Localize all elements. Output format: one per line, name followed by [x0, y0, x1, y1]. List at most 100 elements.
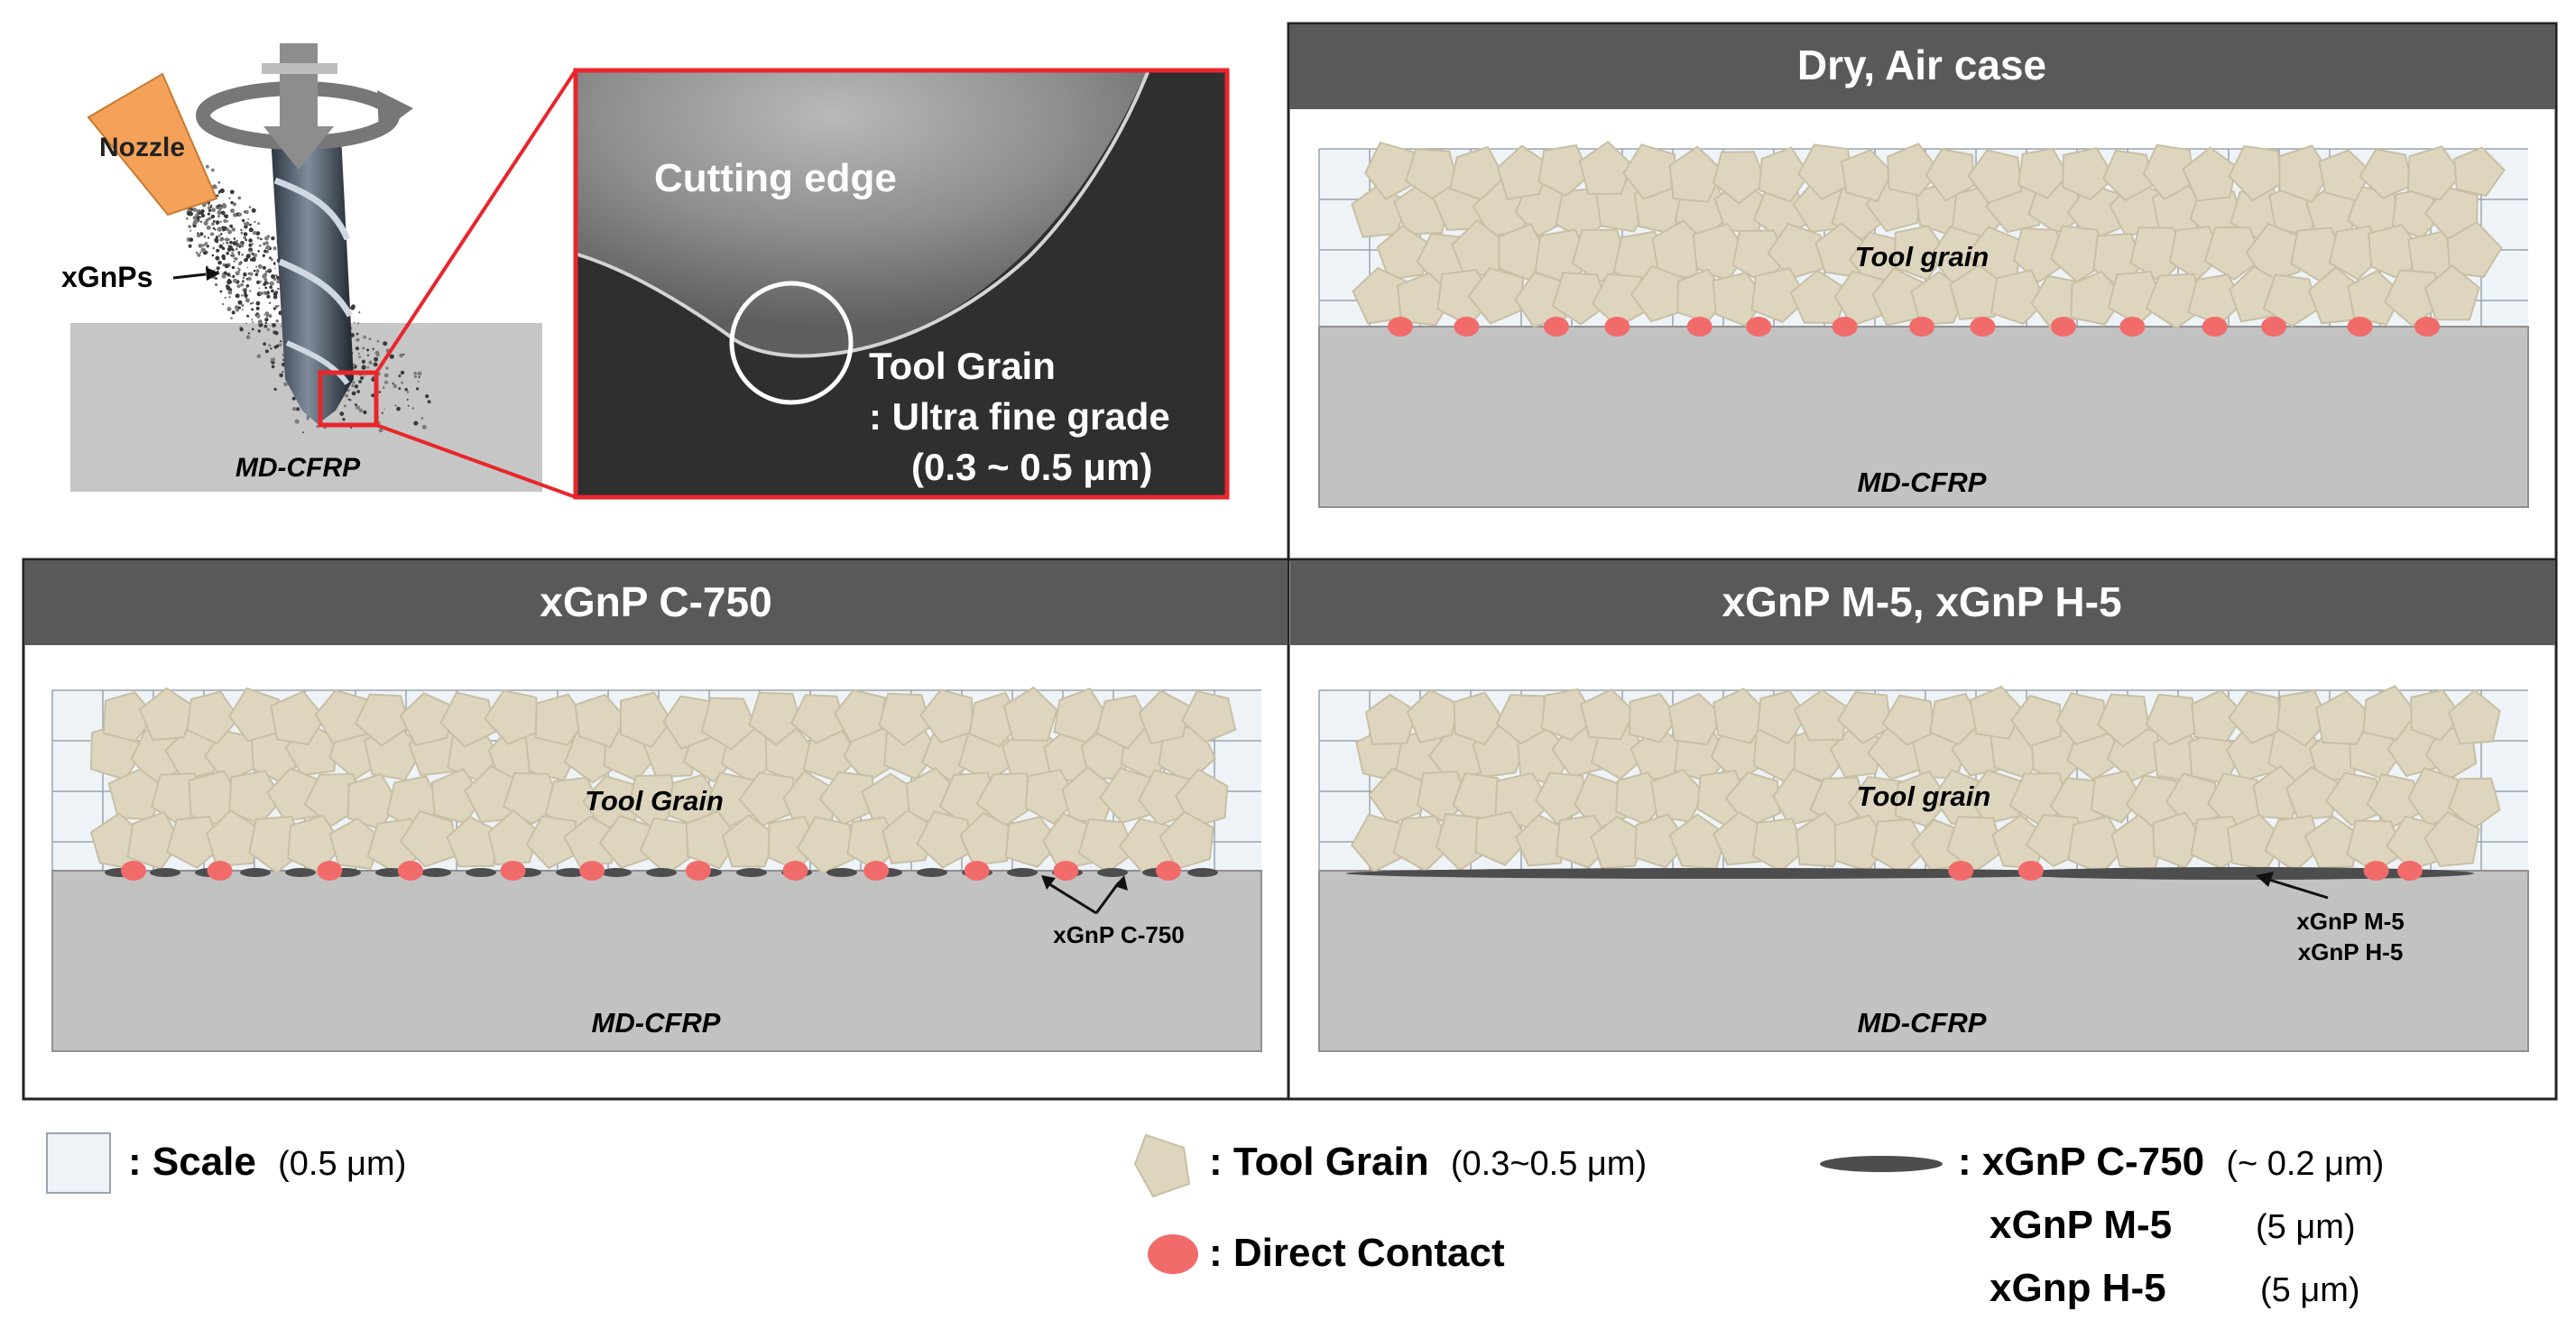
spray-particle	[244, 257, 248, 263]
spray-particle	[226, 284, 229, 289]
spray-particle	[218, 244, 224, 249]
spray-particle	[245, 254, 251, 259]
spray-particle	[233, 260, 235, 263]
spray-particle	[353, 321, 355, 324]
legend-h5-name: xGnp H-5	[1990, 1266, 2166, 1310]
spray-particle	[199, 220, 203, 223]
xgnp-flake-small	[601, 868, 632, 877]
spray-particle	[276, 276, 281, 280]
spray-particle	[218, 235, 221, 237]
spray-particle	[306, 417, 309, 420]
spray-particle	[272, 246, 277, 251]
tool-grain	[738, 771, 795, 826]
spray-particle	[356, 322, 360, 325]
spray-particle	[232, 202, 236, 207]
spray-particle	[265, 271, 268, 273]
spray-particle	[398, 387, 402, 390]
spray-particle	[247, 272, 252, 275]
spray-particle	[255, 314, 261, 319]
spray-particle	[208, 217, 211, 220]
spray-particle	[269, 256, 272, 260]
tool-grain	[2448, 688, 2501, 745]
spray-particle	[271, 365, 275, 369]
spray-particle	[233, 237, 236, 240]
spray-particle	[215, 239, 219, 244]
spray-particle	[256, 236, 260, 240]
spray-particle	[372, 347, 374, 350]
panel-c750-header	[24, 560, 1288, 645]
spray-particle	[257, 319, 263, 325]
spray-particle	[263, 278, 268, 282]
spray-particle	[232, 274, 235, 278]
spray-particle	[351, 391, 356, 396]
panel-frames: Dry, Air case xGnP C-750 xGnP M-5, xGnP …	[22, 22, 2558, 1101]
spray-particle	[217, 260, 222, 265]
spray-particle	[371, 393, 375, 398]
spray-particle	[255, 265, 258, 268]
spray-particle	[253, 269, 256, 272]
spray-particle	[243, 272, 247, 277]
spray-particle	[358, 311, 361, 314]
tool-grain	[2347, 269, 2404, 327]
spray-particle	[263, 282, 266, 287]
legend: : Scale (0.5 μm) : Tool Grain (0.3~0.5 μ…	[46, 1132, 2384, 1310]
spray-particle	[197, 253, 201, 257]
direct-contact-point	[1388, 317, 1413, 337]
spray-particle	[217, 226, 222, 232]
spray-particle	[245, 284, 250, 288]
tool-grain	[126, 810, 181, 871]
spray-particle	[200, 247, 206, 253]
spray-particle	[224, 214, 229, 218]
spray-particle	[257, 329, 261, 333]
tool-grain	[2278, 144, 2331, 204]
direct-contact-point	[1053, 861, 1079, 881]
legend-scale-name: : Scale	[128, 1140, 256, 1184]
xgnp-flake-large	[2005, 867, 2474, 880]
tool-grain	[2203, 226, 2263, 282]
sem-inset: Cutting edge Tool Grain : Ultra fine gra…	[573, 68, 1230, 500]
tool-grain	[1053, 688, 1110, 743]
panel-m5h5-substrate-label: MD-CFRP	[1858, 1007, 1987, 1039]
tool-grain	[1002, 686, 1058, 742]
spray-particle	[274, 305, 279, 309]
tool-grain	[1351, 813, 1406, 873]
feed-arrow-shaft	[280, 43, 318, 134]
legend-h5-value: (5 μm)	[2260, 1271, 2360, 1309]
tool-grain	[1578, 141, 1633, 195]
xgnp-flake-small	[1007, 868, 1038, 877]
spray-particle	[202, 244, 205, 246]
spray-particle	[233, 257, 235, 260]
spray-particle	[245, 298, 250, 303]
legend-scale-value: (0.5 μm)	[278, 1145, 406, 1183]
spray-particle	[407, 404, 410, 407]
spray-particle	[231, 310, 235, 315]
tool-grain	[662, 695, 715, 751]
tool-grain	[1004, 816, 1062, 868]
spray-particle	[399, 353, 403, 358]
direct-contact-point	[2363, 861, 2389, 881]
direct-contact-point	[207, 861, 233, 881]
spray-particle	[206, 164, 209, 169]
spray-particle	[256, 354, 262, 359]
panel-m5h5-callout-line1: xGnP M-5	[2296, 908, 2404, 935]
spray-particle	[246, 294, 249, 297]
panel-c750-title: xGnP C-750	[540, 578, 771, 625]
xgnp-flake-small	[466, 868, 496, 877]
spray-particle	[229, 240, 233, 245]
tool-grain	[2446, 220, 2503, 278]
tool-grain	[818, 771, 875, 826]
tool-grain	[1967, 149, 2023, 205]
spray-particle	[425, 394, 429, 399]
spray-particle	[363, 335, 367, 339]
spray-particle	[361, 359, 366, 364]
spray-particle	[210, 232, 215, 236]
spray-particle	[199, 209, 200, 211]
legend-grain-name: : Tool Grain	[1209, 1140, 1429, 1184]
spray-particle	[248, 227, 254, 233]
tool-grain	[2055, 692, 2108, 746]
direct-contact-point	[964, 861, 990, 881]
spray-particle	[392, 383, 397, 389]
spray-particle	[242, 280, 245, 283]
tool-grain	[2062, 147, 2116, 201]
spray-particle	[199, 216, 202, 218]
